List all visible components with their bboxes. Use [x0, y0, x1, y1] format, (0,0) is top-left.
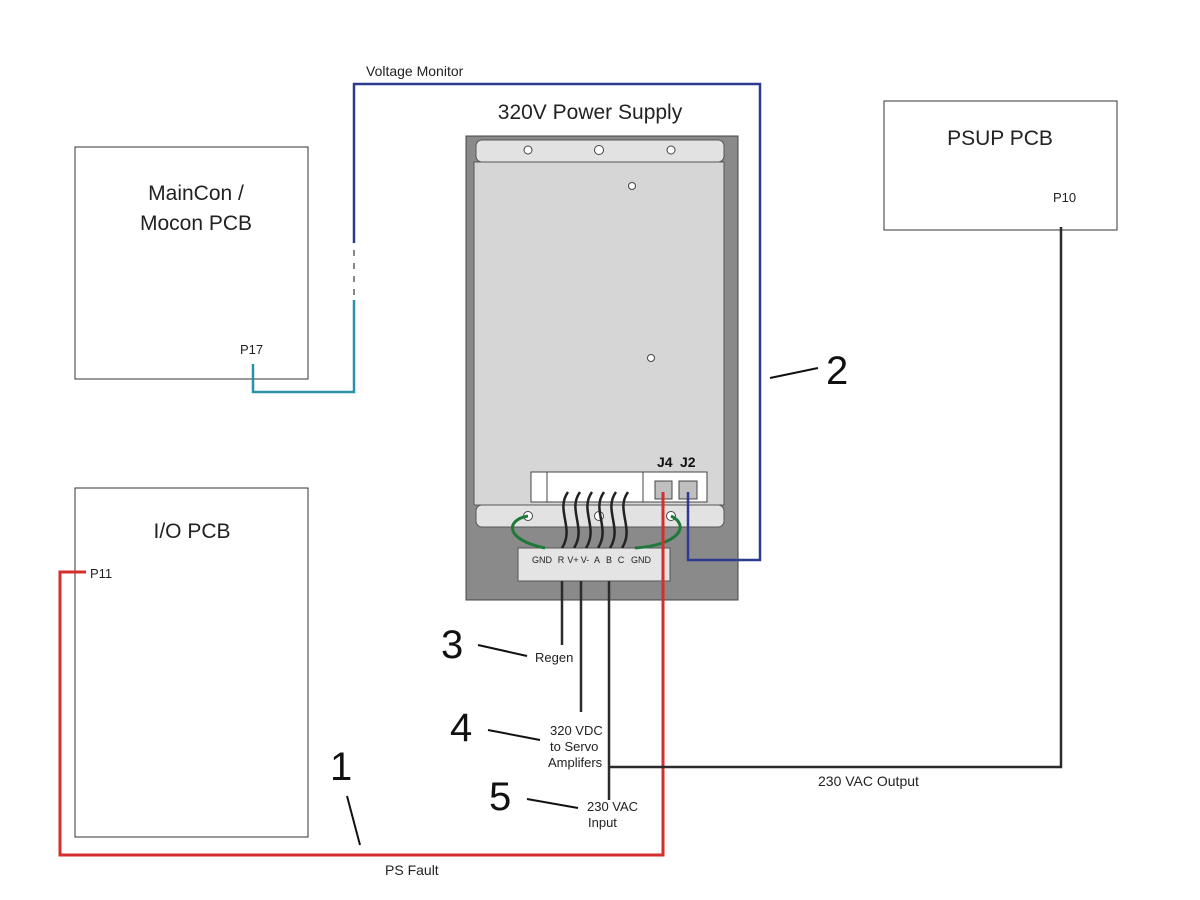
voltage-monitor-label: Voltage Monitor: [366, 63, 464, 79]
maincon-port-label: P17: [240, 342, 263, 357]
callout-5: 5: [489, 775, 511, 819]
vac-output-label: 230 VAC Output: [818, 773, 919, 789]
internal-wire-bundle: [560, 491, 630, 549]
heatsink-plate: [473, 161, 725, 506]
input-label-line1: 230 VAC: [587, 799, 638, 814]
psup-port-label: P10: [1053, 190, 1076, 205]
io-port-label: P11: [90, 566, 112, 581]
terminal-label: C: [618, 555, 625, 565]
maincon-title-line1: MainCon /: [148, 182, 244, 205]
leader-1: [346, 795, 361, 846]
callout-4: 4: [450, 706, 472, 750]
mount-hole-icon: [666, 145, 676, 155]
psup-box: [883, 100, 1118, 231]
io-title: I/O PCB: [153, 520, 230, 543]
leader-5: [526, 798, 579, 809]
callout-1: 1: [330, 745, 352, 789]
screw-icon: [594, 145, 604, 155]
j4-label: J4: [657, 454, 673, 470]
j2-label: J2: [680, 454, 696, 470]
servo-label-line3: Amplifers: [548, 755, 603, 770]
terminal-label: GND: [631, 555, 652, 565]
ps-fault-label: PS Fault: [385, 862, 439, 878]
servo-label-line1: 320 VDC: [550, 723, 603, 738]
maincon-box: [74, 146, 309, 380]
terminal-label: B: [606, 555, 612, 565]
vac-output-wire: [609, 227, 1063, 769]
callout-3: 3: [441, 623, 463, 667]
regen-label: Regen: [535, 650, 573, 665]
ground-wire-left: [511, 514, 546, 550]
connector-block: [546, 471, 644, 503]
maincon-wire: [251, 300, 356, 394]
screw-icon: [647, 354, 655, 362]
callout-2: 2: [826, 349, 848, 393]
screw-icon: [628, 182, 636, 190]
input-label-line2: Input: [588, 815, 617, 830]
psup-title: PSUP PCB: [947, 127, 1053, 150]
leader-2: [769, 367, 819, 379]
ps-fault-wire: [58, 492, 665, 857]
io-box: [74, 487, 309, 838]
terminal-label: V+: [567, 555, 578, 565]
mount-hole-icon: [523, 145, 533, 155]
ground-wire-right: [634, 514, 682, 550]
leader-4: [487, 729, 541, 741]
servo-label-line2: to Servo: [550, 739, 598, 754]
terminal-label: GND: [532, 555, 553, 565]
voltage-monitor-wire: [352, 82, 762, 562]
terminal-label: V-: [581, 555, 590, 565]
terminal-label: A: [594, 555, 600, 565]
power-supply-title: 320V Power Supply: [498, 101, 683, 124]
terminal-block: [517, 547, 671, 582]
maincon-title-line2: Mocon PCB: [140, 212, 252, 235]
terminal-label: R: [558, 555, 565, 565]
leader-3: [477, 644, 528, 657]
